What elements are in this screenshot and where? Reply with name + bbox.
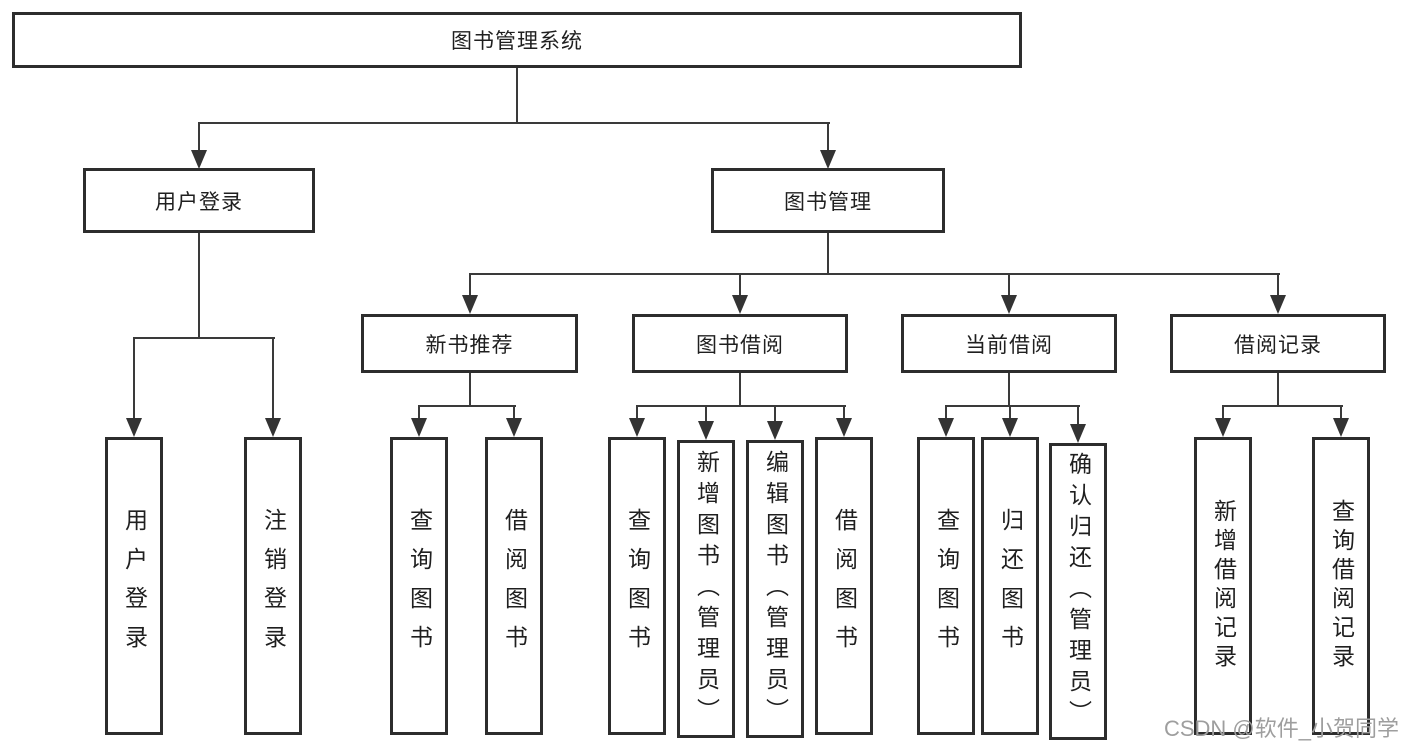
arrow-down-icon <box>1001 295 1017 314</box>
node-book-borrow-label: 图书借阅 <box>696 333 784 357</box>
leaf-edit-books-admin: 编辑图书（管理员） <box>746 440 804 738</box>
node-current-borrow: 当前借阅 <box>901 314 1117 373</box>
node-user-login-label: 用户登录 <box>155 190 243 214</box>
leaf-query-books-2-label: 查询图书 <box>624 508 651 664</box>
node-user-login: 用户登录 <box>83 168 315 233</box>
connector-vline <box>774 405 776 422</box>
leaf-return-books: 归还图书 <box>981 437 1039 735</box>
arrow-down-icon <box>1333 418 1349 437</box>
connector-vline <box>827 233 829 273</box>
arrow-down-icon <box>767 421 783 440</box>
arrow-down-icon <box>1070 424 1086 443</box>
connector-vline <box>516 68 518 122</box>
node-book-management-label: 图书管理 <box>784 190 872 214</box>
arrow-down-icon <box>191 150 207 169</box>
leaf-add-borrow-record-label: 新增借阅记录 <box>1210 499 1237 673</box>
node-book-borrow: 图书借阅 <box>632 314 848 373</box>
connector-vline <box>469 273 471 296</box>
node-book-management: 图书管理 <box>711 168 945 233</box>
connector-hline <box>418 405 516 407</box>
leaf-user-login-label: 用户登录 <box>121 508 148 664</box>
connector-vline <box>272 337 274 419</box>
connector-vline <box>1222 405 1224 419</box>
node-root-label: 图书管理系统 <box>451 30 583 53</box>
connector-vline <box>469 373 471 405</box>
arrow-down-icon <box>506 418 522 437</box>
leaf-confirm-return-admin-label: 确认归还（管理员） <box>1065 452 1092 731</box>
connector-hline <box>198 122 830 124</box>
leaf-query-books: 查询图书 <box>390 437 448 735</box>
leaf-query-books-label: 查询图书 <box>406 508 433 664</box>
connector-hline <box>1222 405 1343 407</box>
leaf-borrow-books-2: 借阅图书 <box>815 437 873 735</box>
arrow-down-icon <box>732 295 748 314</box>
leaf-query-borrow-record-label: 查询借阅记录 <box>1328 499 1355 673</box>
node-root: 图书管理系统 <box>12 12 1022 68</box>
connector-vline <box>1008 373 1010 405</box>
arrow-down-icon <box>1215 418 1231 437</box>
leaf-query-books-3-label: 查询图书 <box>933 508 960 664</box>
connector-vline <box>705 405 707 422</box>
node-borrow-records: 借阅记录 <box>1170 314 1386 373</box>
leaf-borrow-books-label: 借阅图书 <box>501 508 528 664</box>
leaf-query-books-2: 查询图书 <box>608 437 666 735</box>
node-borrow-records-label: 借阅记录 <box>1234 333 1322 357</box>
node-current-borrow-label: 当前借阅 <box>965 333 1053 357</box>
leaf-edit-books-admin-label: 编辑图书（管理员） <box>762 449 789 729</box>
arrow-down-icon <box>265 418 281 437</box>
arrow-down-icon <box>1270 295 1286 314</box>
connector-vline <box>1277 273 1279 296</box>
connector-vline <box>198 122 200 151</box>
connector-vline <box>636 405 638 419</box>
connector-vline <box>1277 373 1279 405</box>
leaf-borrow-books-2-label: 借阅图书 <box>831 508 858 664</box>
arrow-down-icon <box>126 418 142 437</box>
leaf-query-books-3: 查询图书 <box>917 437 975 735</box>
leaf-add-books-admin: 新增图书（管理员） <box>677 440 735 738</box>
node-new-book-recommend-label: 新书推荐 <box>425 333 514 357</box>
arrow-down-icon <box>836 418 852 437</box>
leaf-user-login: 用户登录 <box>105 437 163 735</box>
leaf-logout: 注销登录 <box>244 437 302 735</box>
connector-vline <box>739 373 741 405</box>
connector-vline <box>418 405 420 419</box>
arrow-down-icon <box>629 418 645 437</box>
connector-hline <box>636 405 846 407</box>
connector-vline <box>513 405 515 419</box>
arrow-down-icon <box>411 418 427 437</box>
connector-hline <box>945 405 1080 407</box>
leaf-add-borrow-record: 新增借阅记录 <box>1194 437 1252 735</box>
connector-vline <box>133 337 135 419</box>
arrow-down-icon <box>1002 418 1018 437</box>
watermark: CSDN @软件_小贺同学 <box>1163 716 1399 741</box>
connector-vline <box>1077 405 1079 425</box>
connector-hline <box>133 337 275 339</box>
arrow-down-icon <box>938 418 954 437</box>
arrow-down-icon <box>462 295 478 314</box>
connector-vline <box>1340 405 1342 419</box>
connector-vline <box>198 233 200 337</box>
leaf-confirm-return-admin: 确认归还（管理员） <box>1049 443 1107 740</box>
arrow-down-icon <box>698 421 714 440</box>
leaf-logout-label: 注销登录 <box>260 508 287 664</box>
connector-vline <box>827 122 829 151</box>
arrow-down-icon <box>820 150 836 169</box>
connector-vline <box>1008 273 1010 296</box>
leaf-query-borrow-record: 查询借阅记录 <box>1312 437 1370 735</box>
node-new-book-recommend: 新书推荐 <box>361 314 578 373</box>
leaf-add-books-admin-label: 新增图书（管理员） <box>693 449 720 729</box>
leaf-return-books-label: 归还图书 <box>997 508 1024 664</box>
connector-hline <box>469 273 1280 275</box>
connector-vline <box>945 405 947 419</box>
connector-vline <box>739 273 741 296</box>
connector-vline <box>1009 405 1011 419</box>
leaf-borrow-books: 借阅图书 <box>485 437 543 735</box>
connector-vline <box>843 405 845 419</box>
